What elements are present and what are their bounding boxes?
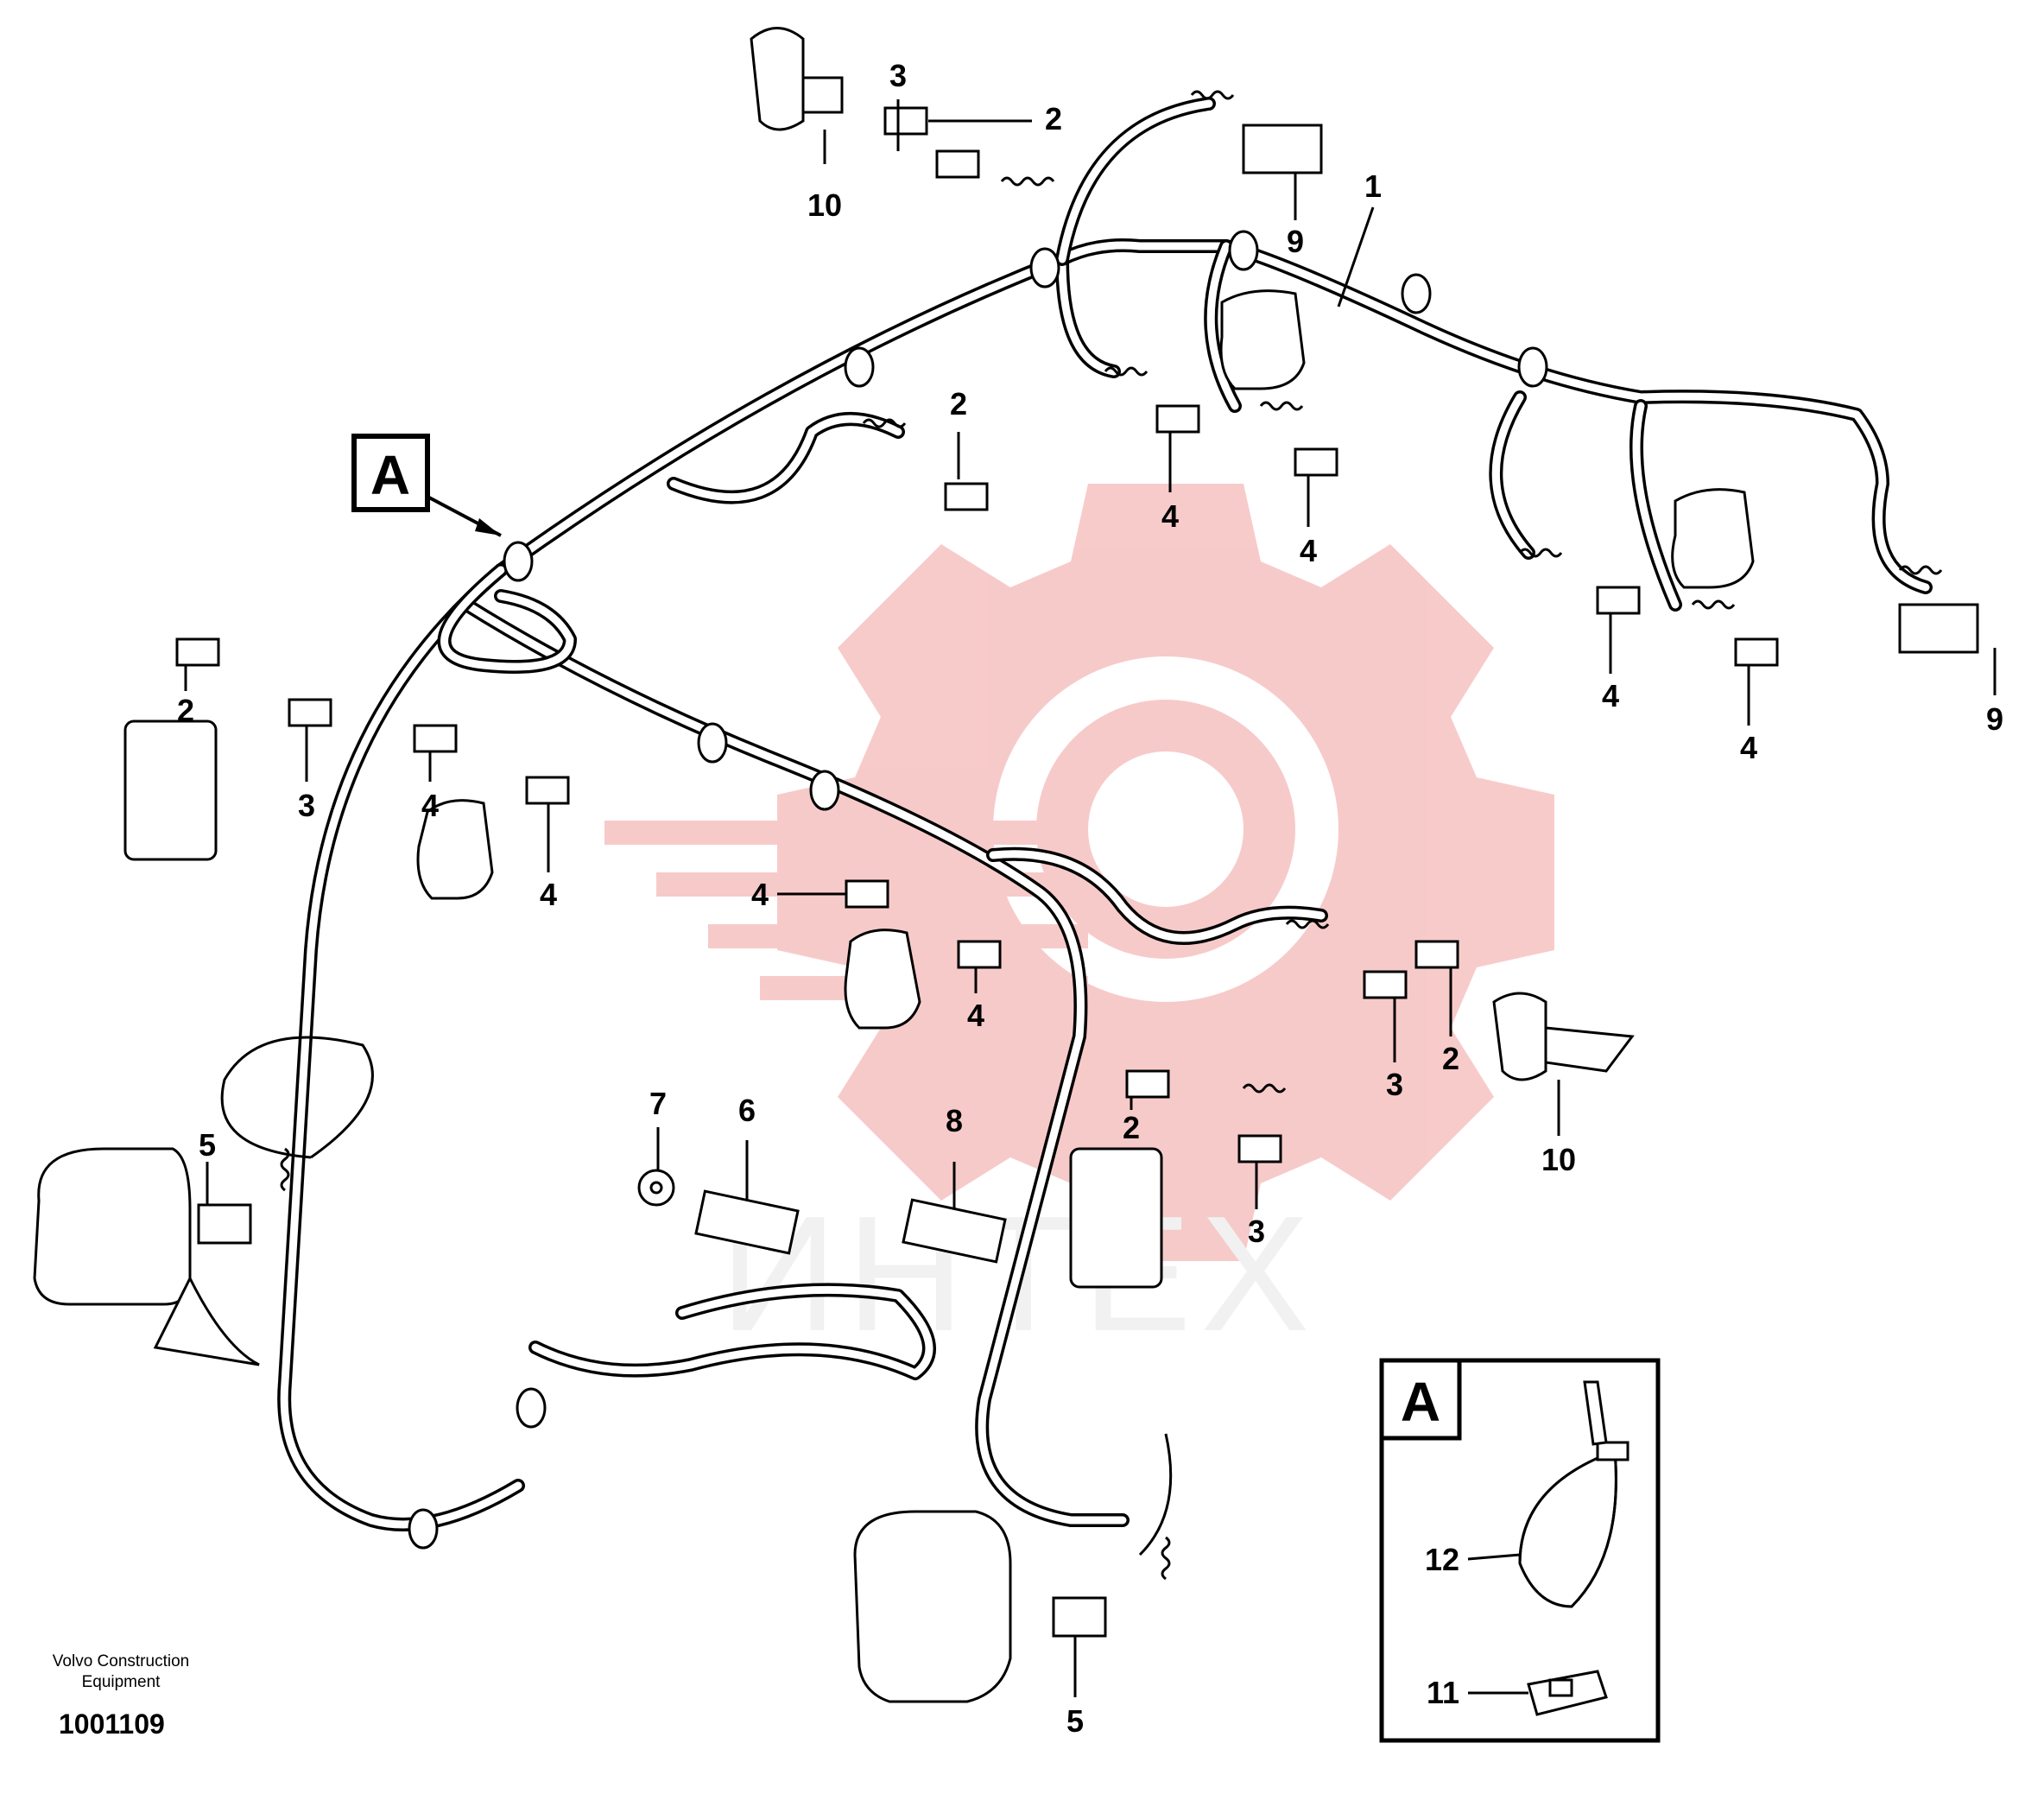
callout-4: 4 xyxy=(421,788,439,823)
clip xyxy=(1228,230,1259,271)
clip xyxy=(408,1508,439,1550)
harness-clips xyxy=(408,230,1548,1550)
connector-large xyxy=(1242,124,1323,174)
connectors xyxy=(175,106,1979,1638)
clip xyxy=(809,770,840,811)
connector xyxy=(1294,447,1338,477)
view-tag-main: A xyxy=(351,434,502,537)
view-tag-main-label: A xyxy=(370,444,410,506)
callout-5: 5 xyxy=(199,1127,216,1163)
connector xyxy=(1155,404,1200,434)
callout-4: 4 xyxy=(967,998,984,1033)
components xyxy=(33,27,1755,1703)
clip xyxy=(697,722,728,764)
detail-view-tag-label: A xyxy=(1401,1371,1440,1433)
callout-2: 2 xyxy=(1045,101,1062,136)
connector xyxy=(288,698,332,727)
drawing-number: 1001109 xyxy=(59,1708,165,1740)
multi-pin-connector xyxy=(694,1189,1007,1264)
clip xyxy=(844,346,875,388)
connector xyxy=(197,1203,252,1245)
callout-6: 6 xyxy=(738,1093,756,1128)
callout-12: 12 xyxy=(1425,1542,1459,1577)
callout-2: 2 xyxy=(1123,1110,1140,1145)
connector xyxy=(957,940,1002,969)
footer-company-line1: Volvo Construction xyxy=(52,1652,190,1670)
callout-7: 7 xyxy=(649,1086,667,1121)
callout-3: 3 xyxy=(1386,1067,1403,1102)
work-lamp-bottom xyxy=(853,1510,1012,1703)
leader-lines xyxy=(184,99,1997,1697)
mirror-lamp xyxy=(416,289,1755,1030)
connector xyxy=(845,879,889,909)
connector xyxy=(175,637,220,667)
callout-4: 4 xyxy=(540,877,557,912)
connector xyxy=(525,776,570,805)
callout-10: 10 xyxy=(807,187,842,223)
connector xyxy=(944,482,989,511)
connector xyxy=(1237,1134,1282,1163)
interior-light-left xyxy=(123,720,218,861)
tie-mount xyxy=(1527,1670,1608,1716)
connector-large xyxy=(1898,603,1979,654)
detail-view-a: A xyxy=(1379,1358,1661,1743)
clip xyxy=(1401,273,1432,314)
callout-3: 3 xyxy=(298,788,315,823)
footer-company-line2: Equipment xyxy=(81,1673,161,1691)
interior-light-right xyxy=(1069,1147,1163,1289)
clip xyxy=(1517,346,1548,388)
callout-3: 3 xyxy=(1248,1214,1265,1249)
clip xyxy=(503,541,534,582)
connector xyxy=(935,149,980,179)
callout-4: 4 xyxy=(1602,678,1619,713)
connector xyxy=(1414,940,1459,969)
callout-4: 4 xyxy=(1740,730,1757,765)
work-lamp-left xyxy=(33,1147,260,1366)
callout-1: 1 xyxy=(1364,168,1382,204)
callout-3: 3 xyxy=(889,58,907,93)
cable-tie xyxy=(1518,1380,1630,1608)
connector xyxy=(883,106,928,136)
connector xyxy=(1734,637,1779,667)
callout-4: 4 xyxy=(1300,533,1317,568)
spiral-sleeves xyxy=(280,90,1943,1581)
connector xyxy=(1363,970,1408,999)
callout-9: 9 xyxy=(1287,224,1304,259)
callout-4: 4 xyxy=(751,877,769,912)
callout-2: 2 xyxy=(950,386,967,422)
clip xyxy=(1029,247,1060,288)
callout-10: 10 xyxy=(1541,1142,1576,1177)
ring-terminal xyxy=(637,1169,675,1207)
callouts: 1 2 2 2 2 2 3 3 3 3 4 4 4 4 4 4 4 4 4 5 … xyxy=(177,58,2003,1739)
connector xyxy=(1052,1596,1107,1638)
footer-company: Volvo Construction Equipment xyxy=(26,1651,216,1693)
socket-top xyxy=(750,27,844,131)
clip xyxy=(516,1387,547,1429)
connector xyxy=(1125,1069,1170,1099)
connector xyxy=(413,724,458,753)
callout-2: 2 xyxy=(1442,1041,1459,1076)
callout-4: 4 xyxy=(1161,498,1179,534)
callout-8: 8 xyxy=(946,1103,963,1138)
connector xyxy=(1596,586,1641,615)
callout-2: 2 xyxy=(177,693,194,728)
callout-9: 9 xyxy=(1986,701,2003,737)
socket-right xyxy=(1492,992,1635,1081)
callout-11: 11 xyxy=(1427,1675,1459,1710)
callout-5: 5 xyxy=(1066,1703,1084,1739)
